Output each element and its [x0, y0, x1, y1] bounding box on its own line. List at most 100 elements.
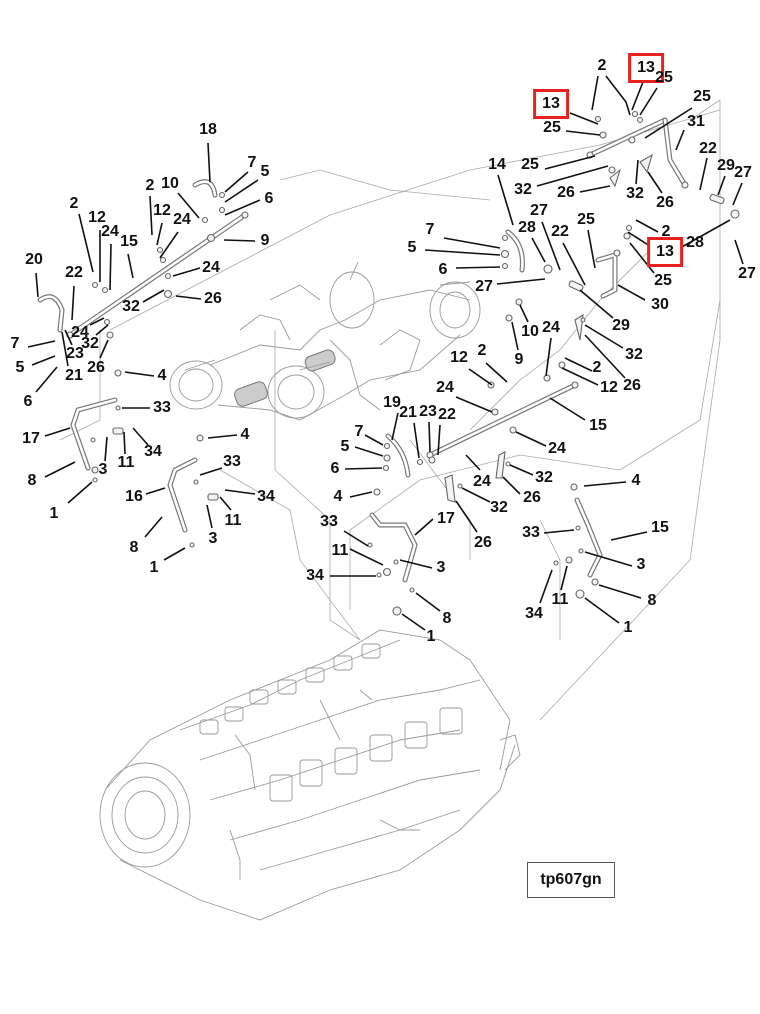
- callout-number: 2: [597, 57, 607, 74]
- callout-number: 24: [71, 324, 89, 341]
- callout-number: 33: [223, 453, 241, 470]
- callout-number: 21: [65, 367, 83, 384]
- callout-number: 20: [25, 251, 43, 268]
- callout-number: 6: [264, 190, 274, 207]
- callout-number: 26: [87, 359, 105, 376]
- callout-number: 14: [488, 156, 506, 173]
- callout-number: 4: [240, 426, 250, 443]
- callout-number: 7: [354, 423, 364, 440]
- callout-number: 26: [204, 290, 222, 307]
- callout-number: 19: [383, 394, 401, 411]
- callout-number: 12: [450, 349, 468, 366]
- callout-number: 24: [473, 473, 491, 490]
- callout-number: 12: [600, 379, 618, 396]
- callout-number: 11: [224, 512, 242, 529]
- callout-number: 21: [399, 404, 417, 421]
- callout-number: 32: [122, 298, 140, 315]
- callout-number: 33: [153, 399, 171, 416]
- callout-number: 1: [426, 628, 436, 645]
- callout-number: 30: [651, 296, 669, 313]
- callout-number: 22: [65, 264, 83, 281]
- callout-number: 29: [612, 317, 630, 334]
- callout-number: 15: [589, 417, 607, 434]
- callout-number: 3: [98, 461, 108, 478]
- callout-number: 4: [333, 488, 343, 505]
- callout-number: 8: [27, 472, 37, 489]
- callout-number: 26: [656, 194, 674, 211]
- callout-number: 22: [699, 140, 717, 157]
- callout-number: 24: [548, 440, 566, 457]
- callout-number: 32: [626, 185, 644, 202]
- callout-number: 27: [738, 265, 756, 282]
- callout-number: 11: [331, 542, 349, 559]
- callout-number: 32: [535, 469, 553, 486]
- callout-number: 28: [686, 234, 704, 251]
- callout-number: 24: [173, 211, 191, 228]
- callout-number: 26: [523, 489, 541, 506]
- callout-number: 22: [438, 406, 456, 423]
- callout-number: 1: [49, 505, 59, 522]
- callout-number: 32: [81, 335, 99, 352]
- drawing-reference-id: tp607gn: [527, 862, 615, 898]
- callout-number: 32: [514, 181, 532, 198]
- callout-number: 28: [518, 219, 536, 236]
- callout-number: 25: [521, 156, 539, 173]
- callout-number: 15: [120, 233, 138, 250]
- callout-highlighted: 13: [533, 89, 569, 119]
- engine-block: [99, 629, 521, 921]
- callout-number: 29: [717, 157, 735, 174]
- callout-number: 6: [330, 460, 340, 477]
- callout-number: 17: [22, 430, 40, 447]
- callout-number: 34: [144, 443, 162, 460]
- callout-number: 33: [522, 524, 540, 541]
- callout-number: 6: [438, 261, 448, 278]
- turbocharger-assembly: [169, 261, 481, 421]
- callout-number: 12: [88, 209, 106, 226]
- callout-number: 12: [153, 202, 171, 219]
- callout-number: 24: [202, 259, 220, 276]
- callout-number: 27: [734, 164, 752, 181]
- pipes: [37, 117, 688, 583]
- callout-number: 11: [551, 591, 569, 608]
- callout-number: 25: [693, 88, 711, 105]
- callout-number: 24: [436, 379, 454, 396]
- callout-number: 15: [651, 519, 669, 536]
- callout-number: 10: [161, 175, 179, 192]
- callout-number: 32: [490, 499, 508, 516]
- callout-number: 24: [101, 223, 119, 240]
- callout-number: 5: [407, 239, 417, 256]
- callout-number: 8: [129, 539, 139, 556]
- callout-number: 5: [260, 163, 270, 180]
- callout-number: 4: [157, 367, 167, 384]
- callout-number: 25: [655, 69, 673, 86]
- callout-number: 34: [306, 567, 324, 584]
- callout-number: 7: [10, 335, 20, 352]
- callout-number: 3: [208, 530, 218, 547]
- callout-number: 8: [442, 610, 452, 627]
- callout-number: 25: [654, 272, 672, 289]
- callout-number: 2: [661, 223, 671, 240]
- callout-number: 32: [625, 346, 643, 363]
- callout-number: 9: [514, 351, 524, 368]
- callout-number: 16: [125, 488, 143, 505]
- callout-number: 9: [260, 232, 270, 249]
- callout-number: 27: [475, 278, 493, 295]
- callout-number: 26: [474, 534, 492, 551]
- callout-number: 11: [117, 454, 135, 471]
- callout-number: 6: [23, 393, 33, 410]
- callout-number: 25: [543, 119, 561, 136]
- callout-number: 31: [687, 113, 705, 130]
- callout-number: 4: [631, 472, 641, 489]
- callout-number: 1: [623, 619, 633, 636]
- callout-number: 23: [66, 345, 84, 362]
- callout-number: 3: [436, 559, 446, 576]
- callout-number: 7: [425, 221, 435, 238]
- callout-number: 5: [15, 359, 25, 376]
- callout-number: 26: [623, 377, 641, 394]
- callout-number: 33: [320, 513, 338, 530]
- callout-number: 1: [149, 559, 159, 576]
- callout-number: 7: [247, 154, 257, 171]
- callout-number: 3: [636, 556, 646, 573]
- callout-number: 2: [145, 177, 155, 194]
